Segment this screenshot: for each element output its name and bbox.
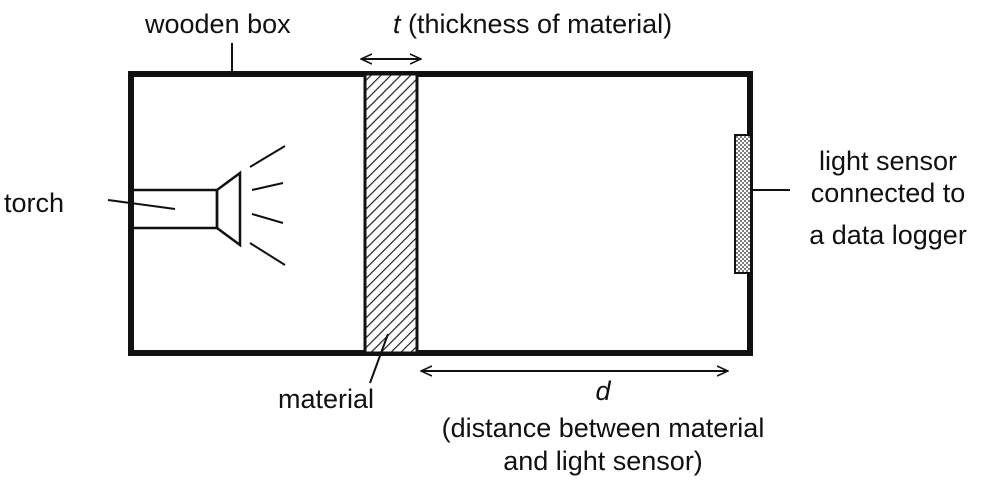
wooden-box [128,71,753,356]
thickness-symbol: t [393,9,402,39]
distance-label-line2: and light sensor) [503,446,703,476]
torch [131,170,242,248]
distance-label-line1: (distance between material [442,413,765,443]
material-leader [369,333,389,384]
distance-symbol: d [595,376,611,406]
light-sensor [734,134,752,274]
sensor-label-line1: light sensor [819,146,957,176]
torch-label: torch [4,188,64,218]
sensor-label-line3: a data logger [809,220,967,250]
material-label: material [278,384,374,414]
sensor-label-line2: connected to [811,178,966,208]
material-slab [363,72,419,355]
torch-leader [107,199,176,210]
wooden-box-label: wooden box [144,9,291,39]
light-rays [249,145,286,266]
thickness-text: (thickness of material) [401,9,673,39]
thickness-label: t (thickness of material) [393,9,672,39]
